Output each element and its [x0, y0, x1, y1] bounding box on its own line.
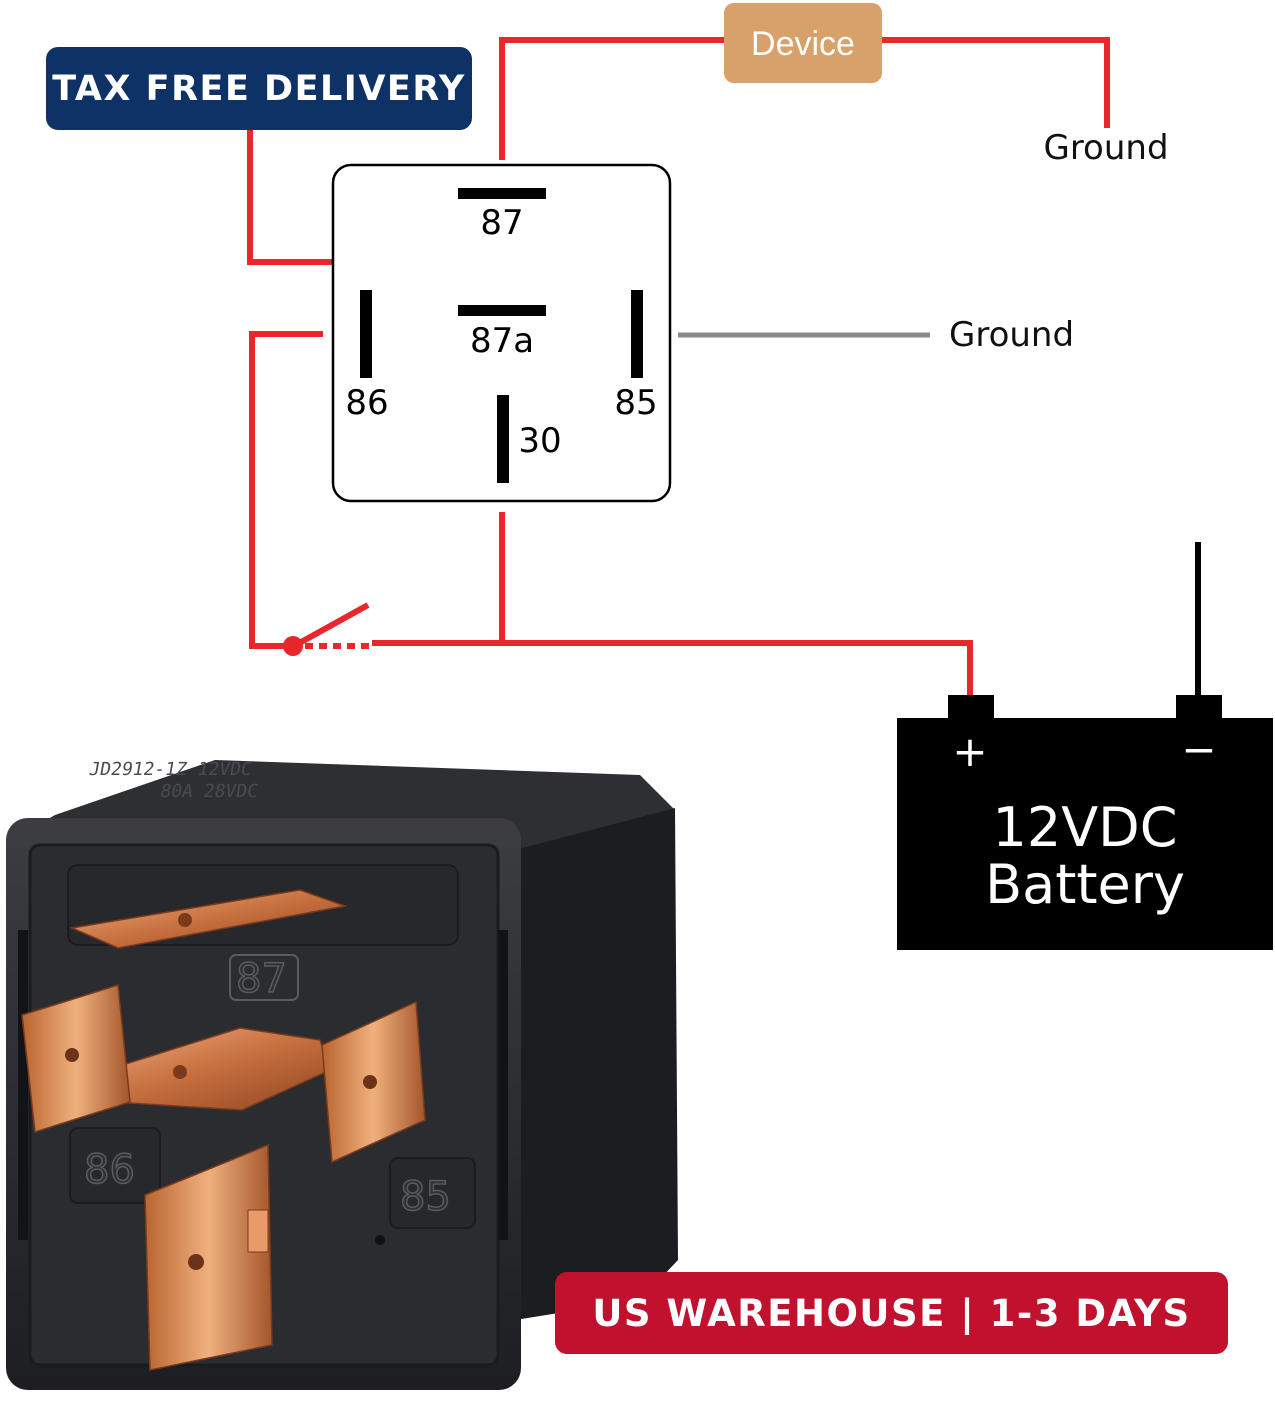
terminal-87-box — [229, 954, 299, 1001]
device-label: Device — [751, 25, 855, 63]
pin-87a-bar — [458, 305, 546, 316]
tax-free-delivery-badge: TAX FREE DELIVERY — [46, 47, 472, 130]
pin-87a-label: 87a — [470, 321, 534, 361]
pin-85-bar — [631, 290, 643, 378]
us-warehouse-badge: US WAREHOUSE | 1-3 DAYS — [555, 1272, 1228, 1354]
copper-terminal-30 — [144, 1143, 273, 1371]
relay-slot-right — [498, 930, 508, 1240]
case-dot — [375, 1235, 385, 1245]
pin-86-bar — [360, 290, 372, 378]
pin-30-bar — [497, 395, 509, 483]
device-box — [724, 3, 882, 83]
battery-plus-sign: + — [952, 727, 987, 776]
relay-photo: JD2912-1Z 12VDC 80A 28VDC 87 86 85 — [6, 759, 678, 1390]
battery-terminal-minus — [1176, 695, 1222, 721]
ground-label-top: Ground — [1043, 128, 1168, 168]
pin-30-label: 30 — [518, 421, 561, 461]
terminal-87-embossed: 87 — [236, 956, 287, 1002]
relay-slot-left — [18, 930, 28, 1240]
wire-30-to-battery — [499, 512, 973, 697]
battery-terminal-plus — [948, 695, 994, 721]
copper-86-hole — [65, 1048, 79, 1062]
relay-side-face — [515, 808, 678, 1320]
copper-85-hole — [363, 1075, 377, 1089]
battery: + − 12VDC Battery — [897, 695, 1273, 950]
terminal-85-embossed: 85 — [400, 1174, 451, 1220]
pedestal-85 — [389, 1157, 476, 1229]
wire-87-to-device — [499, 37, 725, 160]
copper-30-slot — [247, 1209, 269, 1253]
wire-device-to-ground — [880, 37, 1110, 128]
battery-body — [897, 718, 1273, 950]
wire-86-to-switch — [249, 331, 323, 649]
terminal-86-embossed: 86 — [84, 1147, 135, 1193]
pedestal-86 — [69, 1127, 161, 1204]
copper-87a-hole — [173, 1065, 187, 1079]
copper-terminal-87 — [69, 889, 348, 949]
switch-lever — [292, 602, 370, 649]
pin-86-label: 86 — [345, 383, 388, 423]
switch-pivot — [283, 636, 303, 656]
case-marking-1: JD2912-1Z 12VDC — [87, 759, 253, 780]
pin-87-bar — [458, 188, 546, 199]
battery-label-line2: Battery — [985, 853, 1185, 916]
case-marking-2: 80A 28VDC — [159, 781, 260, 802]
relay-schematic — [331, 163, 672, 503]
copper-87-hole — [178, 913, 192, 927]
ground-label-right: Ground — [949, 315, 1074, 355]
battery-label-line1: 12VDC — [993, 796, 1178, 859]
copper-30-hole — [188, 1254, 204, 1270]
battery-minus-sign: − — [1181, 725, 1216, 774]
pin-87-label: 87 — [480, 203, 523, 243]
pin-85-label: 85 — [614, 383, 657, 423]
